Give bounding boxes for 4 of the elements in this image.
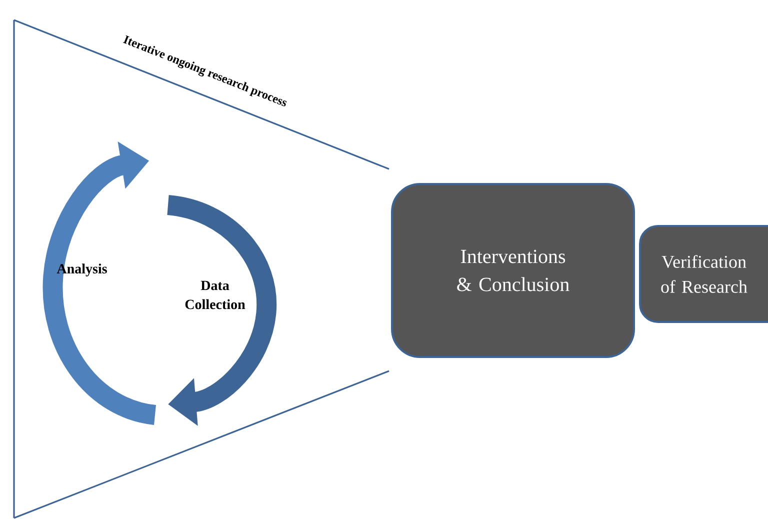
- rounded-box: Verification of Research: [639, 225, 768, 323]
- rounded-box: Interventions & Conclusion: [391, 183, 635, 358]
- cycle-label: Data Collection: [185, 280, 246, 310]
- funnel-triangle: [13, 19, 390, 519]
